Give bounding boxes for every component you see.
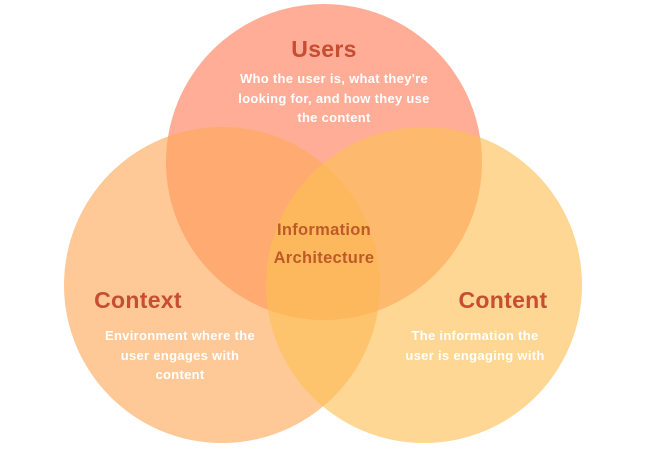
context-description-line: Environment where the xyxy=(104,328,256,343)
users-description-line: looking for, and how they use xyxy=(238,90,430,106)
content-description-line: user is engaging with xyxy=(405,347,545,363)
context-description: Environment where the user engages with … xyxy=(80,326,280,385)
users-description: Who the user is, what they're looking fo… xyxy=(184,69,484,128)
center-title-line: Information xyxy=(276,221,372,239)
content-circle xyxy=(266,127,582,443)
context-description-line: user engages with xyxy=(120,347,240,363)
context-description-line: content xyxy=(155,367,205,382)
users-description-line: Who the user is, what they're xyxy=(239,71,429,86)
center-title: Information Architecture xyxy=(224,216,424,272)
users-title: Users xyxy=(291,36,357,62)
context-title: Context xyxy=(94,287,182,313)
content-title: Content xyxy=(458,287,548,313)
content-description-line: The information the xyxy=(411,328,539,343)
content-description: The information the user is engaging wit… xyxy=(375,326,575,365)
center-title-line: Architecture xyxy=(273,249,375,267)
users-description-line: the content xyxy=(297,110,371,125)
